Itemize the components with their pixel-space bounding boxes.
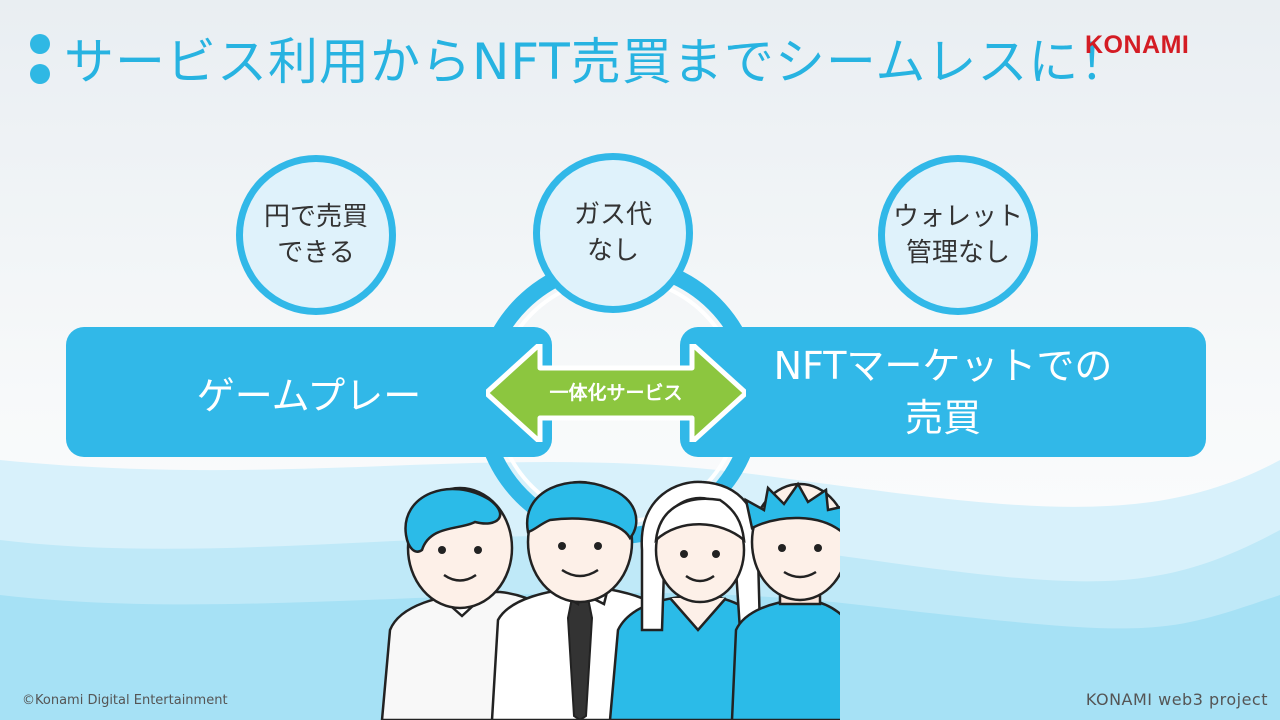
game-play-label: ゲームプレー (196, 373, 422, 418)
copyright-text: ©Konami Digital Entertainment (22, 693, 228, 708)
double-arrow-icon (486, 344, 746, 442)
people-illustration (380, 480, 840, 720)
bubble-no-gas-fee-label: ガス代 なし (573, 200, 652, 266)
bubble-yen-trading: 円で売買 できる (236, 155, 396, 315)
nft-market-label: NFTマーケットでの 売買 (773, 344, 1113, 440)
bubble-no-wallet: ウォレット 管理なし (878, 155, 1038, 315)
slide-title: サービス利用からNFT売買までシームレスに！ (64, 33, 1131, 91)
konami-logo: KONAMI (1085, 31, 1190, 59)
title-bullet-icon (28, 34, 52, 90)
game-play-panel: ゲームプレー (66, 327, 552, 457)
nft-market-panel: NFTマーケットでの 売買 (680, 327, 1206, 457)
project-name-text: KONAMI web3 project (1085, 690, 1268, 709)
integrated-service-label: 一体化サービス (549, 382, 683, 404)
bubble-no-gas-fee: ガス代 なし (533, 153, 693, 313)
bubble-yen-trading-label: 円で売買 できる (263, 202, 368, 268)
bubble-no-wallet-label: ウォレット 管理なし (892, 202, 1023, 268)
